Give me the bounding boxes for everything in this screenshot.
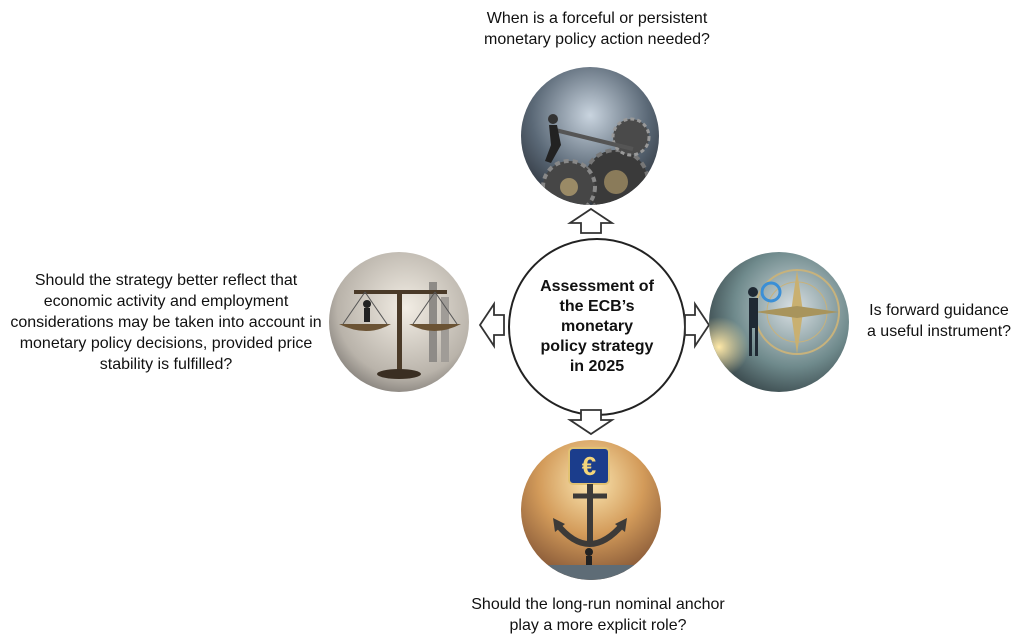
compass-illustration (709, 252, 849, 392)
arrow-left (478, 301, 505, 349)
center-circle: Assessment of the ECB’s monetary policy … (508, 238, 686, 416)
question-top: When is a forceful or persistent monetar… (484, 10, 710, 48)
arrow-up (567, 207, 615, 234)
arrow-down (567, 409, 615, 436)
question-bottom: Should the long-run nominal anchor play … (471, 596, 725, 634)
balance-scale-illustration (329, 252, 469, 392)
euro-anchor-illustration: € (521, 440, 661, 580)
question-right: Is forward guidance a useful instrument? (866, 302, 1012, 340)
center-title: Assessment of the ECB’s monetary policy … (540, 278, 654, 375)
euro-symbol: € (582, 451, 596, 481)
question-left: Should the strategy better reflect that … (10, 272, 322, 373)
arrow-right (684, 301, 711, 349)
gears-illustration (521, 67, 659, 205)
